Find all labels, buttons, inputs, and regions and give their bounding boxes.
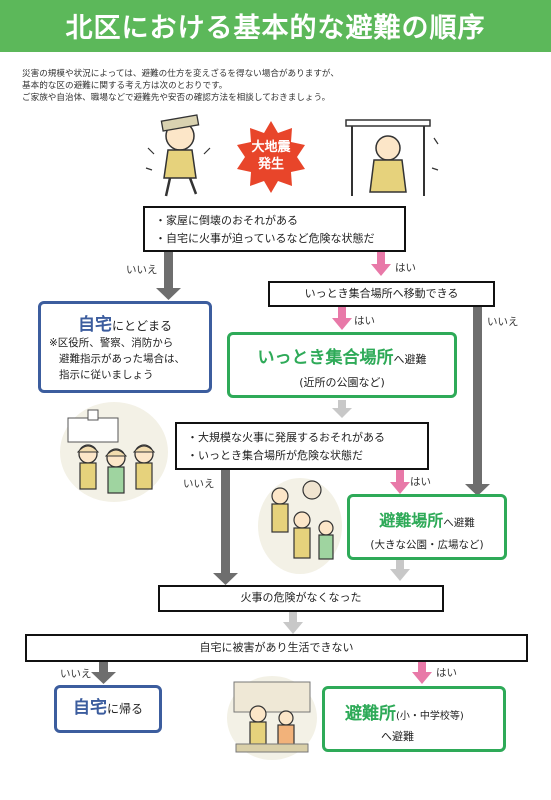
return-home-title-main: 自宅 (72, 698, 107, 718)
person-under-desk-illustration (345, 119, 439, 196)
arrow-temp-to-q3 (332, 400, 352, 418)
badge-line-2: 発生 (257, 157, 284, 172)
shelter-title-main: 避難所 (345, 704, 396, 724)
arrow-evac-to-q4 (390, 559, 410, 581)
page-title: 北区における基本的な避難の順序 (65, 13, 486, 44)
stay-home-note-line-3: 指示に従いましょう (59, 369, 154, 381)
children-evacuating-illustration (60, 402, 168, 502)
result-stay-home: 自宅にとどまる ※区役所、警察、消防から 避難指示があった場合は、 指示に従いま… (38, 301, 212, 393)
shelter-life-illustration (227, 676, 317, 760)
intro-line-1: 災害の規模や状況によっては、避難の仕方を変えざるを得ない場合がありますが、 (22, 69, 339, 79)
intro-line-3: ご家族や自治体、職場などで避難先や安否の確認方法を相談しておきましょう。 (22, 93, 331, 103)
earthquake-badge-icon (237, 121, 305, 193)
label-q1-no: いいえ (126, 264, 158, 276)
arrow-q1-yes (371, 252, 391, 276)
intro-line-2: 基本的な区の避難に関する考え方は次のとおりです。 (22, 81, 228, 91)
label-q3-yes: はい (410, 476, 431, 488)
label-q1-yes: はい (395, 262, 416, 274)
question-house-danger: ・家屋に倒壊のおそれがある ・自宅に火事が迫っているなど危険な状態だ (143, 206, 406, 252)
q3-line-2: ・いっとき集合場所が危険な状態だ (187, 449, 363, 462)
question-large-fire-risk: ・大規模な火事に発展するおそれがある ・いっとき集合場所が危険な状態だ (175, 422, 429, 470)
stay-home-note: ※区役所、警察、消防から 避難指示があった場合は、 指示に従いましょう (41, 335, 209, 383)
arrow-q3-yes (390, 470, 410, 494)
group-evacuating-illustration (258, 478, 342, 574)
badge-line-1: 大地震 (251, 140, 291, 155)
person-covering-head-illustration (145, 114, 211, 197)
label-q2-yes: はい (354, 315, 375, 327)
evac-area-title-main: 避難場所 (379, 511, 444, 530)
question-can-move-temp-site: いっとき集合場所へ移動できる (268, 281, 495, 307)
evac-area-title-suffix: へ避難 (443, 517, 475, 529)
shelter-sub: へ避難 (381, 730, 414, 743)
q1-line-1: ・家屋に倒壊のおそれがある (155, 214, 298, 227)
arrow-q2-yes (332, 306, 352, 330)
earthquake-badge: 大地震 発生 (234, 139, 308, 173)
shelter-title: 避難所(小・中学校等) (345, 699, 503, 724)
question-fire-danger-over: 火事の危険がなくなった (158, 585, 444, 612)
stay-home-note-line-2: 避難指示があった場合は、 (59, 353, 185, 365)
result-shelter: 避難所(小・中学校等) へ避難 (322, 686, 506, 752)
result-temporary-assembly-site: いっとき集合場所へ避難 (近所の公園など) (227, 332, 457, 398)
title-bar (0, 0, 551, 52)
arrow-q5-yes (412, 662, 432, 684)
temp-site-title: いっとき集合場所へ避難 (230, 343, 454, 368)
temp-site-title-suffix: へ避難 (393, 353, 427, 366)
stay-home-note-line-1: ※区役所、警察、消防から (49, 337, 174, 349)
shelter-title-small: (小・中学校等) (396, 711, 464, 722)
arrow-q3-no (213, 470, 238, 585)
arrow-q1-no (156, 252, 181, 300)
stay-home-title: 自宅にとどまる (41, 310, 209, 335)
arrow-q5-no (91, 662, 116, 684)
return-home-title-rest: に帰る (106, 702, 143, 716)
q3-line-1: ・大規模な火事に発展するおそれがある (187, 431, 385, 444)
stay-home-title-rest: にとどまる (111, 319, 172, 333)
result-evacuation-area: 避難場所へ避難 (大きな公園・広場など) (347, 494, 507, 560)
arrow-q4-to-q5 (283, 612, 303, 634)
label-q5-yes: はい (436, 667, 457, 679)
label-q5-no: いいえ (60, 668, 92, 680)
question-home-uninhabitable: 自宅に被害があり生活できない (25, 634, 528, 662)
evac-area-title: 避難場所へ避難 (350, 507, 504, 531)
result-return-home: 自宅に帰る (54, 685, 162, 733)
q1-line-2: ・自宅に火事が迫っているなど危険な状態だ (155, 232, 375, 245)
evac-area-sub: (大きな公園・広場など) (370, 539, 484, 551)
label-q3-no: いいえ (183, 478, 215, 490)
label-q2-no: いいえ (487, 316, 519, 328)
stay-home-title-main: 自宅 (77, 315, 112, 335)
arrow-q2-no (465, 306, 490, 496)
temp-site-title-main: いっとき集合場所 (257, 348, 394, 368)
temp-site-sub: (近所の公園など) (299, 376, 385, 389)
